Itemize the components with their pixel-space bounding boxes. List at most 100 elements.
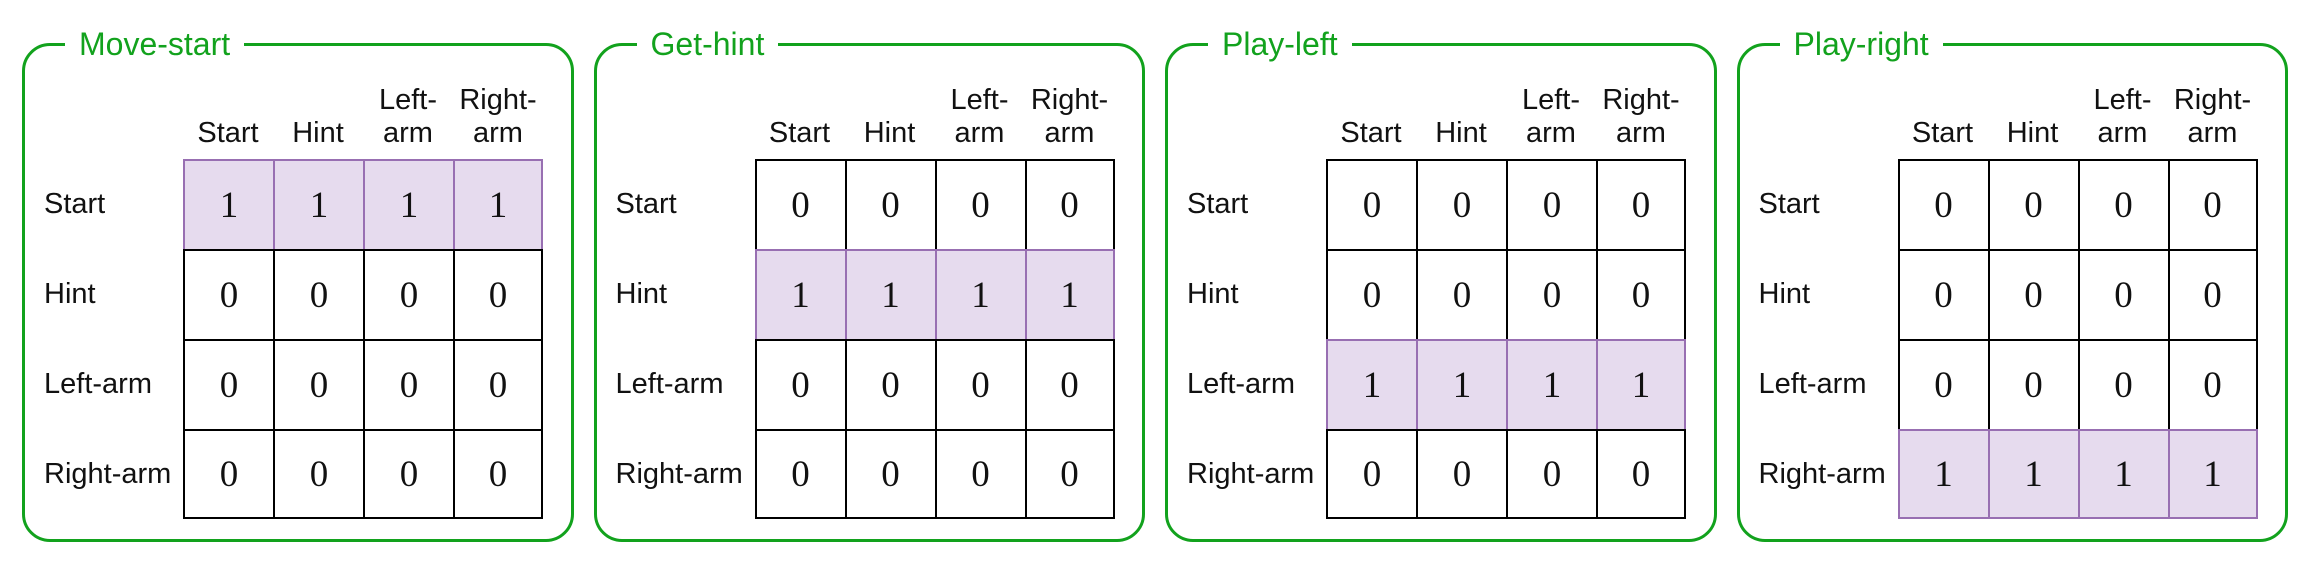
matrix-cell: 0 [934,429,1025,519]
row-label-hint: Hint [1187,277,1239,310]
matrix-cell: 0 [1506,429,1596,519]
matrix-cell: 0 [2167,339,2258,429]
matrix-cell: 0 [844,339,935,429]
matrix-cell: 0 [1416,159,1506,249]
column-headers: Start Hint Left- arm Right- arm [1898,46,2258,159]
matrix-cell: 1 [1897,429,1988,519]
column-headers: Start Hint Left- arm Right- arm [183,46,543,159]
row-label-right-arm: Right-arm [1187,457,1315,490]
column-header-hint: Hint [292,117,344,149]
transition-matrix: Start Hint Left-arm Right-arm Start Hint… [1740,46,2286,539]
row-label-right-arm: Right-arm [1758,457,1886,490]
matrix-cell: 1 [363,159,453,249]
matrix-cell: 0 [1506,249,1596,339]
panel-move-start: Move-start Start Hint Left-arm Right-arm… [22,24,574,542]
matrix-cell: 0 [2167,159,2258,249]
matrix-grid: Start Hint Left- arm Right- arm 0 0 0 0 … [754,46,1115,539]
matrix-cell: 1 [1416,339,1506,429]
matrix-row: 1 1 1 1 [183,159,543,249]
matrix-cell: 0 [1987,339,2078,429]
matrix-grid: Start Hint Left- arm Right- arm 0 0 0 0 … [1897,46,2258,539]
matrix-cell: 1 [1596,339,1686,429]
transition-matrix: Start Hint Left-arm Right-arm Start Hint… [25,46,571,539]
matrix-cell: 1 [453,159,543,249]
row-label-start: Start [44,187,106,220]
matrix-cell: 1 [1987,429,2078,519]
row-label-hint: Hint [44,277,96,310]
row-label-right-arm: Right-arm [615,457,743,490]
matrix-cell: 0 [2167,249,2258,339]
matrix-cell: 0 [934,159,1025,249]
matrix-cell: 0 [1897,249,1988,339]
matrix-cell: 1 [844,249,935,339]
matrix-cell: 0 [363,339,453,429]
panel-title: Move-start [65,24,245,65]
matrix-cell: 0 [754,339,845,429]
matrix-row: 0 0 0 0 [183,249,543,339]
matrix-grid: Start Hint Left- arm Right- arm 1 1 1 1 … [183,46,543,539]
row-labels: Start Hint Left-arm Right-arm [25,46,183,539]
panel-play-right: Play-right Start Hint Left-arm Right-arm… [1736,24,2288,542]
matrix-row: 0 0 0 0 [754,339,1115,429]
row-labels: Start Hint Left-arm Right-arm [1168,46,1326,539]
row-label-left-arm: Left-arm [1187,367,1295,400]
matrix-cell: 0 [183,339,273,429]
matrix-row: 1 1 1 1 [754,249,1115,339]
panel-title: Play-right [1779,24,1943,65]
column-header-start: Start [1340,117,1402,149]
matrix-cell: 0 [754,159,845,249]
transition-matrix: Start Hint Left-arm Right-arm Start Hint… [1168,46,1714,539]
matrix-cell: 0 [1596,429,1686,519]
matrix-cell: 0 [1416,429,1506,519]
matrix-cell: 1 [183,159,273,249]
matrix-cell: 0 [273,249,363,339]
matrix-cell: 1 [1326,339,1416,429]
matrix-row: 0 0 0 0 [754,159,1115,249]
matrix-row: 0 0 0 0 [1897,339,2258,429]
column-header-right-arm: Right- arm [459,84,537,149]
matrix-row: 0 0 0 0 [183,339,543,429]
row-label-left-arm: Left-arm [44,367,152,400]
column-header-start: Start [1911,117,1974,149]
row-label-start: Start [1758,187,1820,220]
matrix-grid: Start Hint Left- arm Right- arm 0 0 0 0 … [1326,46,1686,539]
matrix-cell: 0 [1897,159,1988,249]
matrix-row: 0 0 0 0 [1326,159,1686,249]
matrix-row: 0 0 0 0 [1326,249,1686,339]
column-header-right-arm: Right- arm [1030,84,1109,149]
matrix-cell: 1 [754,249,845,339]
column-headers: Start Hint Left- arm Right- arm [755,46,1115,159]
matrix-cell: 0 [2077,159,2168,249]
matrix-cell: 0 [183,249,273,339]
matrix-cell: 0 [1024,429,1115,519]
column-header-left-arm: Left- arm [378,84,438,149]
matrix-cell: 0 [1506,159,1596,249]
matrix-cell: 0 [1326,159,1416,249]
matrix-cell: 0 [363,429,453,519]
matrix-row: 1 1 1 1 [1326,339,1686,429]
matrix-row: 0 0 0 0 [1897,159,2258,249]
matrix-cell: 0 [1897,339,1988,429]
matrix-cell: 0 [453,249,543,339]
panel-title: Play-left [1208,24,1352,65]
row-label-right-arm: Right-arm [44,457,172,490]
matrix-row: 1 1 1 1 [1897,429,2258,519]
row-label-left-arm: Left-arm [1758,367,1867,400]
matrix-cell: 0 [1024,339,1115,429]
matrix-cell: 0 [754,429,845,519]
matrix-cell: 0 [844,429,935,519]
row-label-hint: Hint [1758,277,1811,310]
matrix-cell: 0 [934,339,1025,429]
column-header-left-arm: Left- arm [950,84,1009,149]
matrix-cell: 0 [273,429,363,519]
matrix-cell: 0 [1987,159,2078,249]
matrix-cell: 0 [1416,249,1506,339]
matrix-row: 0 0 0 0 [754,429,1115,519]
column-header-left-arm: Left- arm [1521,84,1581,149]
column-header-hint: Hint [863,117,916,149]
row-label-left-arm: Left-arm [615,367,724,400]
matrix-row: 0 0 0 0 [1897,249,2258,339]
matrix-cell: 0 [453,429,543,519]
matrix-cell: 0 [844,159,935,249]
